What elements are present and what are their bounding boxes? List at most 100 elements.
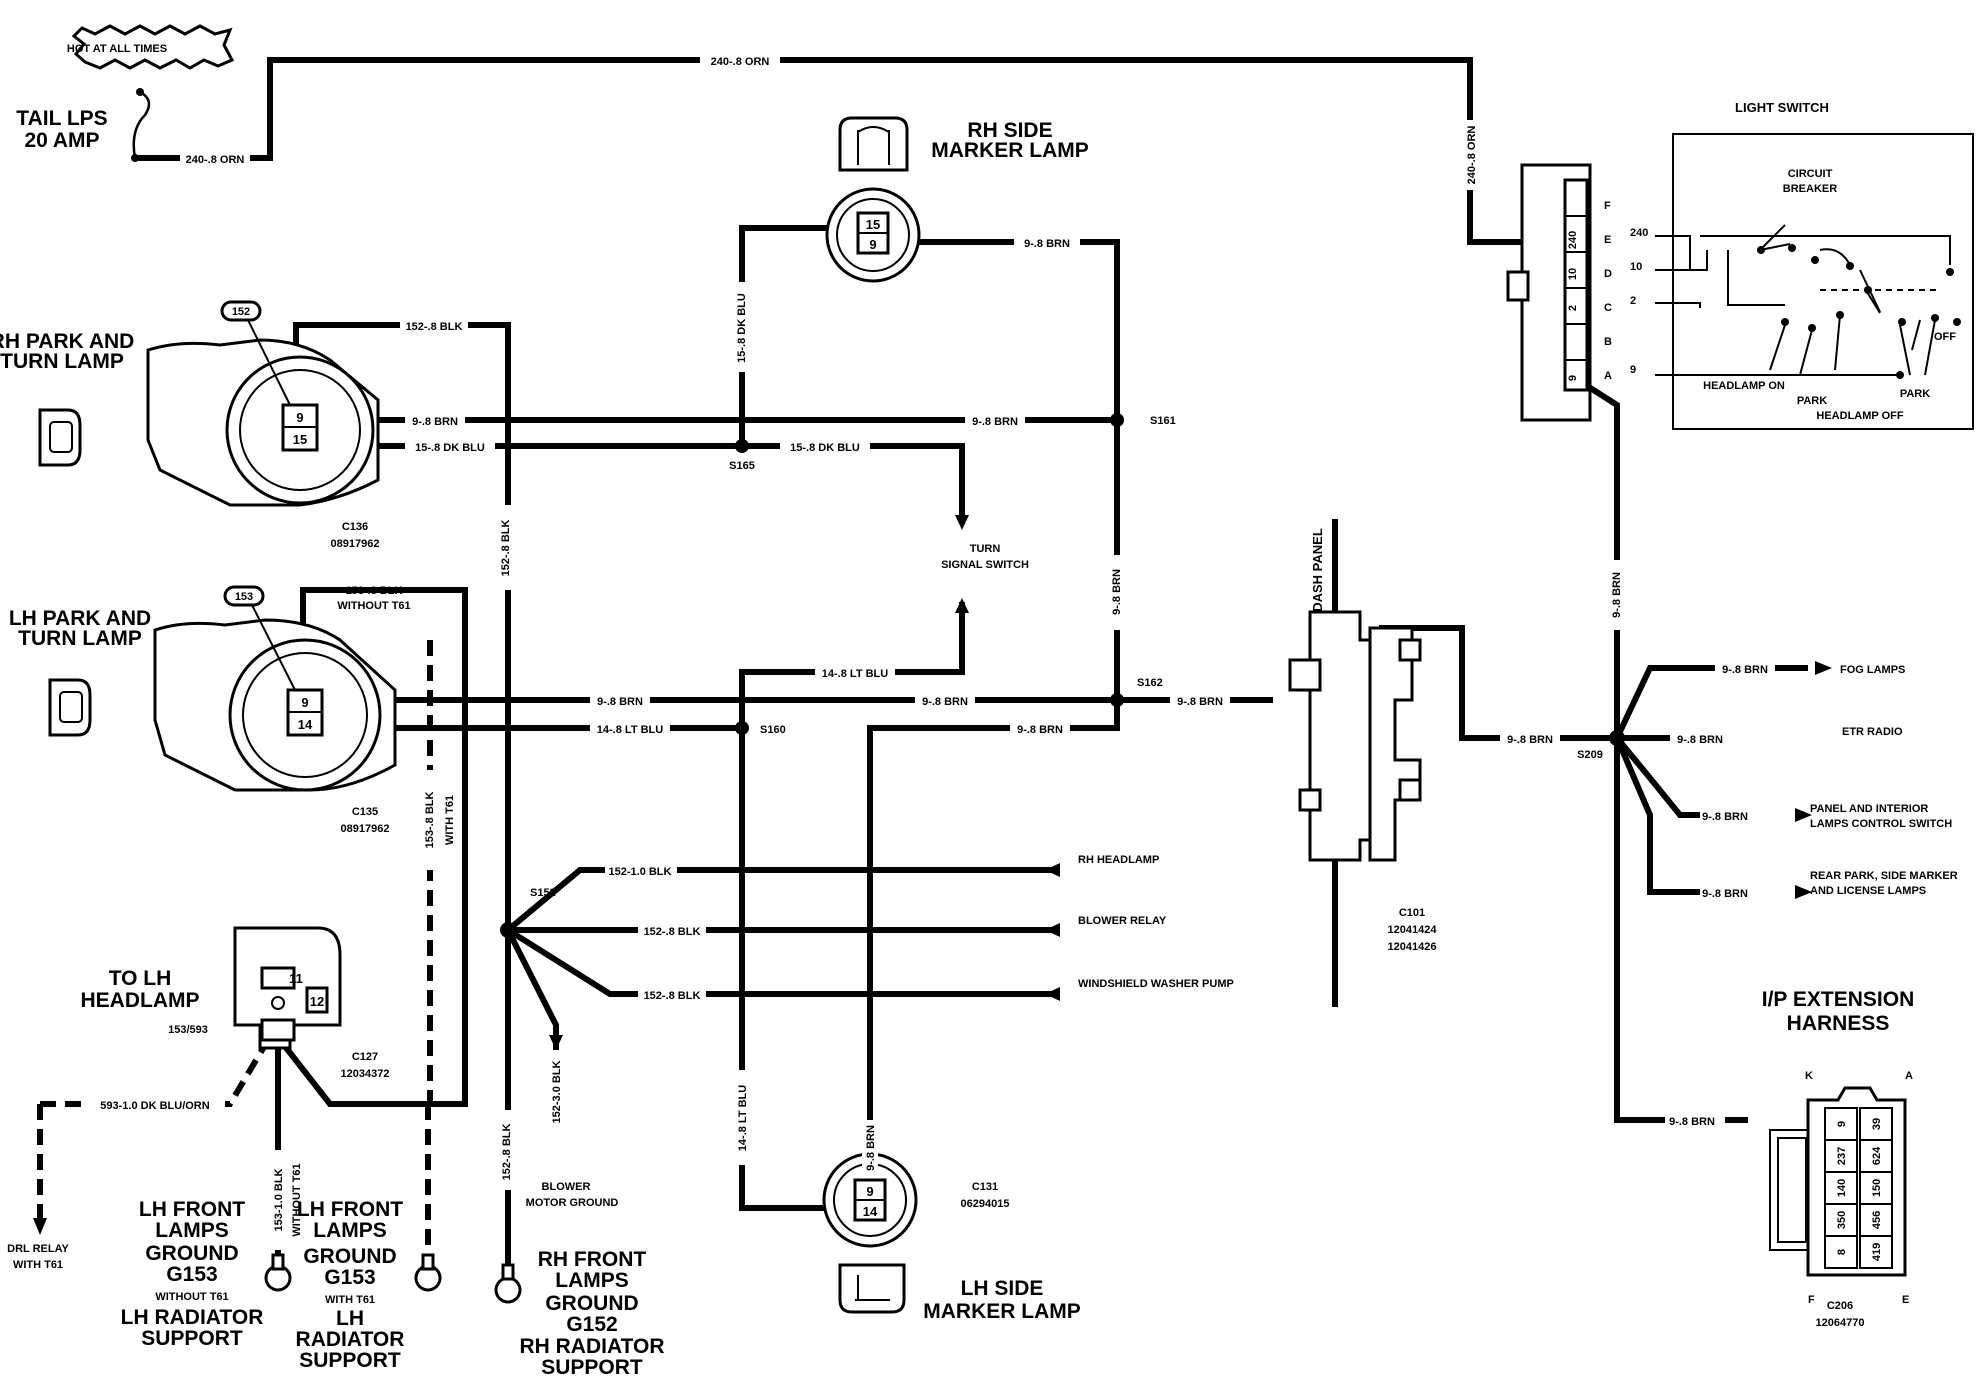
lh-marker-pin-14: 14: [863, 1204, 878, 1219]
c136-label: C136: [342, 521, 368, 533]
lh-front-t61-8: SUPPORT: [299, 1349, 401, 1372]
arrow-turn-switch-up: [955, 598, 969, 613]
splice-label-s165: S165: [729, 460, 755, 472]
c127-label: C127: [352, 1051, 378, 1063]
lh-side-marker-lamp: [822, 1152, 918, 1314]
c206-part: 12064770: [1816, 1317, 1865, 1329]
lh-front-ground-2: LAMPS: [155, 1219, 229, 1242]
switch-circuit-2: 2: [1630, 295, 1636, 307]
wire-label-14-ltblu-vert: 14-.8 LT BLU: [737, 1085, 749, 1151]
park-label-2: PARK: [1900, 388, 1930, 400]
splice-label-s209: S209: [1577, 749, 1603, 761]
lh-front-t61-7: RADIATOR: [296, 1328, 405, 1351]
wire-label-9-brn-rh-marker: 9-.8 BRN: [1024, 238, 1070, 250]
switch-circuit-240: 240: [1630, 227, 1648, 239]
fuse-element: [132, 90, 151, 159]
c136-part: 08917962: [331, 538, 380, 550]
splice-s165: [735, 439, 749, 453]
splice-s209: [1609, 730, 1625, 746]
wire-label-rear: 9-.8 BRN: [1702, 888, 1748, 900]
c135-part: 08917962: [341, 823, 390, 835]
thin-wires: [132, 90, 151, 159]
wire-label-152-blk-blower: 152-.8 BLK: [644, 926, 701, 938]
lh-park-pin-9: 9: [301, 695, 308, 710]
wire-label-9-brn-c206: 9-.8 BRN: [1669, 1116, 1715, 1128]
switch-cavity-9: 9: [1567, 375, 1579, 381]
wire-label-240-orn-top: 240-.8 ORN: [711, 56, 770, 68]
dest-washer-pump: WINDSHIELD WASHER PUMP: [1078, 978, 1234, 990]
wire-label-9-brn-lh: 9-.8 BRN: [597, 696, 643, 708]
wire-label-14-ltblu-turn: 14-.8 LT BLU: [822, 668, 888, 680]
wire-15-dkblu: [317, 443, 965, 523]
switch-circuit-9: 9: [1630, 364, 1636, 376]
dest-rear-2: AND LICENSE LAMPS: [1810, 885, 1926, 897]
without-t61-vert: WITHOUT T61: [291, 1163, 303, 1236]
c127-part: 12034372: [341, 1068, 390, 1080]
rh-front-ground-4: G152: [566, 1313, 617, 1336]
dash-panel-c101: [1288, 519, 1422, 1007]
hot-at-all-times-label: HOT AT ALL TIMES: [67, 43, 167, 55]
dest-fog-lamps: FOG LAMPS: [1840, 664, 1905, 676]
rh-front-ground-1: RH FRONT: [538, 1248, 647, 1271]
to-lh-headlamp-2: HEADLAMP: [81, 989, 200, 1012]
wire-593-dkblu-orn: [40, 1038, 271, 1107]
wire-label-15-dkblu-rh: 15-.8 DK BLU: [415, 442, 485, 454]
c206-cav-8: 150: [1871, 1179, 1883, 1197]
rh-marker-pin-15: 15: [866, 217, 880, 232]
wire-label-backgrounds: [85, 52, 1775, 1250]
arrows: [33, 515, 1832, 1235]
splice-s160: [735, 721, 749, 735]
lh-front-ground-6: LH RADIATOR: [121, 1306, 264, 1329]
wire-label-152-blk-washer: 152-.8 BLK: [644, 990, 701, 1002]
dest-etr-radio: ETR RADIO: [1842, 726, 1903, 738]
ip-extension-1: I/P EXTENSION: [1762, 988, 1915, 1011]
splice-label-s152: S152: [530, 887, 556, 899]
wire-label-9-brn-vert: 9-.8 BRN: [1111, 569, 1123, 615]
c206-pin-e: E: [1902, 1294, 1909, 1306]
wire-label-152-1-0-blk: 152-1.0 BLK: [609, 866, 672, 878]
c101-part-2: 12041426: [1388, 941, 1437, 953]
ip-extension-2: HARNESS: [1787, 1012, 1890, 1035]
labels: HOT AT ALL TIMES TAIL LPS 20 AMP 240-.8 …: [0, 43, 1958, 1376]
lh-park-title-2: TURN LAMP: [18, 627, 142, 650]
splice-s152: [500, 922, 516, 938]
switch-pin-a: A: [1604, 370, 1612, 382]
arrow-drl-relay: [33, 1218, 47, 1235]
circuit-tag-152: 152: [232, 306, 250, 318]
lh-front-t61-3: GROUND: [303, 1245, 396, 1268]
wire-rear: [1613, 734, 1716, 895]
lh-park-pin-14: 14: [298, 717, 313, 732]
wire-label-15-dkblu-vert: 15-.8 DK BLU: [736, 293, 748, 363]
wire-label-14-ltblu-lh: 14-.8 LT BLU: [597, 724, 663, 736]
tail-lps-amp-label: 20 AMP: [24, 129, 99, 152]
wire-14-ltblu-turn: [739, 602, 965, 1211]
c206-cav-4: 350: [1836, 1211, 1848, 1229]
drl-relay-2: WITH T61: [13, 1259, 63, 1271]
rh-front-ground-3: GROUND: [545, 1292, 638, 1315]
rh-park-pin-15: 15: [293, 432, 307, 447]
blower-ground-2: MOTOR GROUND: [526, 1197, 619, 1209]
wire-label-152-blk-vert: 152-.8 BLK: [500, 520, 512, 577]
arrow-blower-ground: [549, 1035, 563, 1050]
lh-headlamp-connector: [233, 926, 342, 1050]
c206-cav-3: 140: [1836, 1179, 1848, 1197]
circuit-153-593: 153/593: [168, 1024, 208, 1036]
lh-front-ground-7: SUPPORT: [141, 1327, 243, 1350]
lh-front-ground-3: GROUND: [145, 1242, 238, 1265]
switch-pin-b: B: [1604, 336, 1612, 348]
light-switch: [1506, 133, 1974, 430]
wire-label-15-dkblu-turn: 15-.8 DK BLU: [790, 442, 860, 454]
wire-153-blk: [275, 587, 468, 1107]
c206-cav-1: 9: [1836, 1121, 1848, 1127]
switch-cavity-10: 10: [1567, 268, 1579, 280]
dest-rh-headlamp: RH HEADLAMP: [1078, 854, 1159, 866]
wire-label-9-brn-mid: 9-.8 BRN: [922, 696, 968, 708]
lh-side-marker-title-1: LH SIDE: [961, 1277, 1044, 1300]
lh-front-t61-2: LAMPS: [313, 1219, 387, 1242]
dest-blower-relay: BLOWER RELAY: [1078, 915, 1167, 927]
c206-cav-9: 456: [1871, 1211, 1883, 1229]
dash-panel-label: DASH PANEL: [1310, 528, 1325, 612]
circuit-breaker-1: CIRCUIT: [1788, 168, 1833, 180]
hot-at-all-times-burst: [71, 24, 235, 70]
lh-front-t61-4: G153: [324, 1266, 375, 1289]
